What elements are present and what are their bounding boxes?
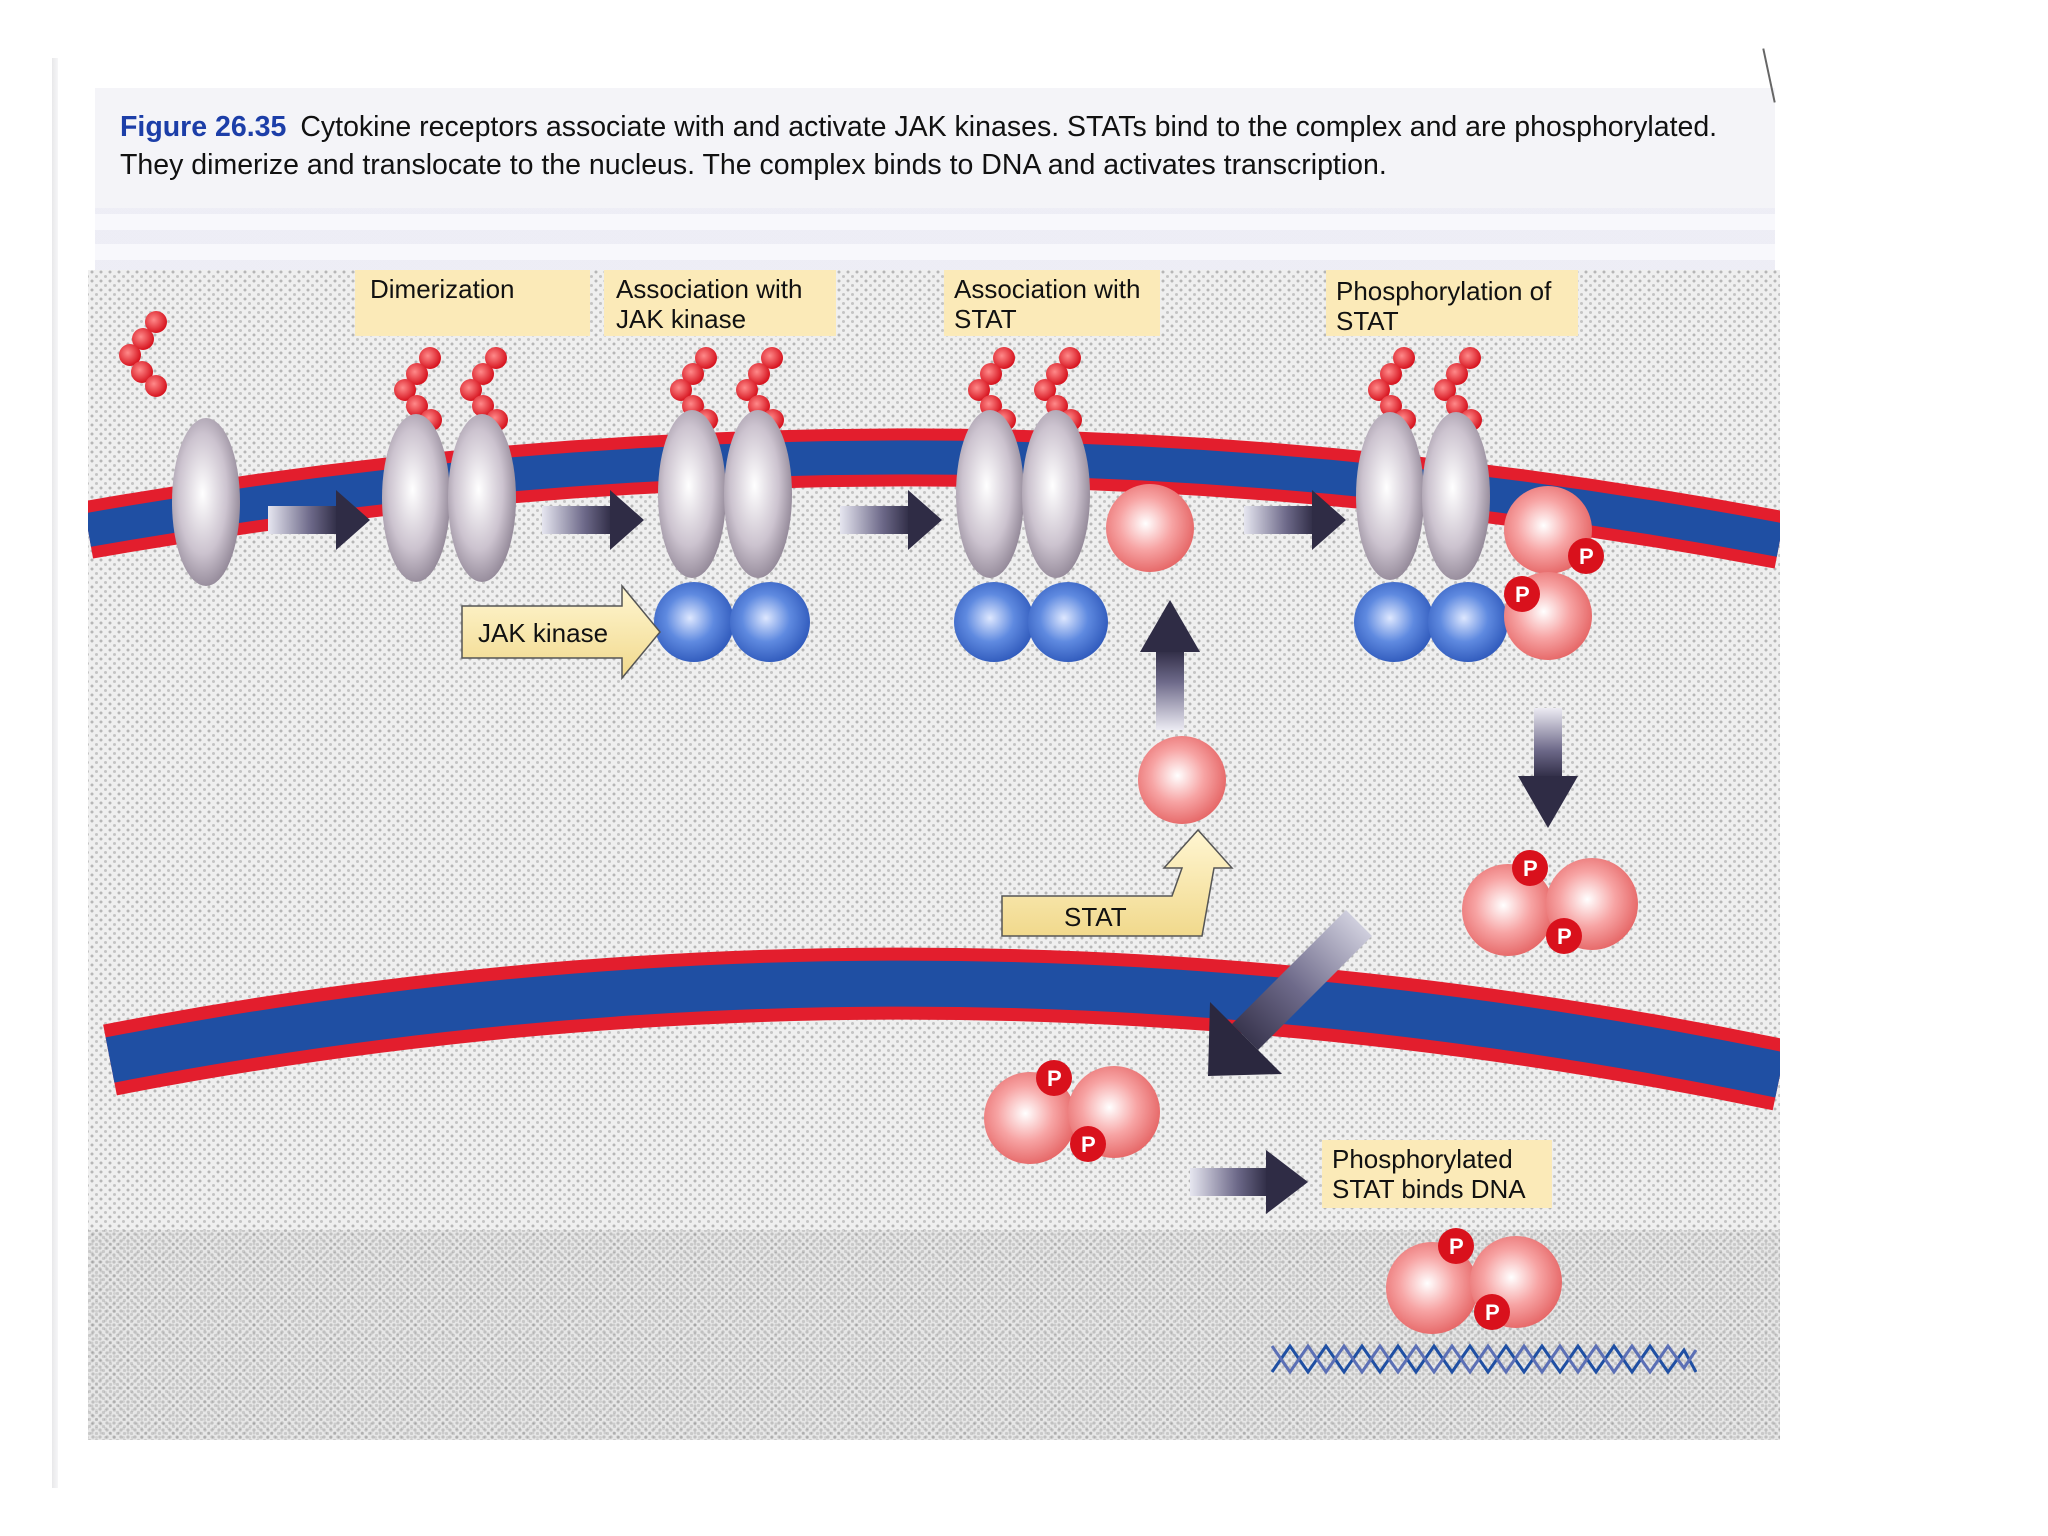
dna-binding-label-line1: Phosphorylated [1332,1144,1513,1174]
cytokine-step1 [394,347,508,431]
stat-dimer-on-dna: P P [1386,1228,1562,1334]
stat-dimer-cytoplasm: P P [1462,850,1638,956]
phosphate-icon [1504,576,1540,612]
phosphate-icon [1568,538,1604,574]
stat-association-label-line1: Association with [954,274,1140,304]
stat-dimer-nucleus: P P [984,1060,1160,1164]
jak-kinase-pair-2 [954,582,1108,662]
phosphate-icon [1036,1060,1072,1096]
phosphate-icon [1070,1126,1106,1162]
dna-binding-arrow [1190,1150,1308,1214]
process-arrow-2 [542,490,644,550]
process-arrow-3 [840,490,942,550]
phosphate-label: P [1081,1132,1096,1157]
dna-helix [1270,1343,1698,1375]
phosphate-label: P [1557,924,1572,949]
stat-association-label-line2: STAT [954,304,1017,334]
caption-text: Cytokine receptors associate with and ac… [120,111,1718,181]
dna-binding-label: Phosphorylated STAT binds DNA [1322,1140,1552,1208]
jak-kinase-callout-label: JAK kinase [478,618,608,648]
step-label-stat-association: Association with STAT [944,270,1160,336]
phosphate-icon [1438,1228,1474,1264]
jak-kinase-pair-1 [654,582,810,662]
phosphorylation-label-line1: Phosphorylation of [1336,276,1552,306]
phosphate-icon [1546,918,1582,954]
release-arrow [1518,708,1578,828]
phosphate-label: P [1047,1066,1062,1091]
phosphate-label: P [1579,544,1594,569]
receptor-dimer-3 [956,410,1090,578]
stat-free [1138,736,1226,824]
step-label-jak-association: Association with JAK kinase [604,270,836,336]
translocation-arrow [1208,910,1372,1076]
jak-association-label-line1: Association with [616,274,802,304]
step-label-dimerization: Dimerization [355,270,590,336]
phosphate-label: P [1485,1300,1500,1325]
receptor-dimer-2 [658,410,792,578]
caption-background [95,88,1775,208]
dna-binding-label-line2: STAT binds DNA [1332,1174,1526,1204]
stat-callout: STAT [1001,828,1234,937]
process-arrow-4 [1244,490,1346,550]
phosphorylation-label-line2: STAT [1336,306,1399,336]
cytokine-free [119,311,167,397]
receptor-monomer [172,418,240,586]
step-label-phosphorylation: Phosphorylation of STAT [1326,270,1578,336]
nuclear-membrane [103,947,1780,1111]
receptor-dimer-1 [382,414,516,582]
page-edge [52,58,58,1488]
process-arrow-1 [268,490,370,550]
figure-label: Figure 26.35 [120,111,287,143]
phosphate-label: P [1449,1234,1464,1259]
phosphate-label: P [1523,856,1538,881]
phosphate-icon [1474,1294,1510,1330]
phosphate-icon [1512,850,1548,886]
dimerization-label: Dimerization [370,274,515,304]
jak-kinase-pair-3 [1354,582,1508,662]
jak-kinase-callout: JAK kinase [461,583,661,681]
phosphate-label: P [1515,582,1530,607]
receptor-dimer-4 [1356,412,1490,580]
stat-recruit-arrow [1140,600,1200,730]
bleed-through-text [95,200,1775,270]
stat-callout-label: STAT [1064,902,1127,932]
stat-phosphorylated-pair-membrane: P P [1504,486,1604,660]
jak-association-label-line2: JAK kinase [616,304,746,334]
stat-bound [1106,484,1194,572]
